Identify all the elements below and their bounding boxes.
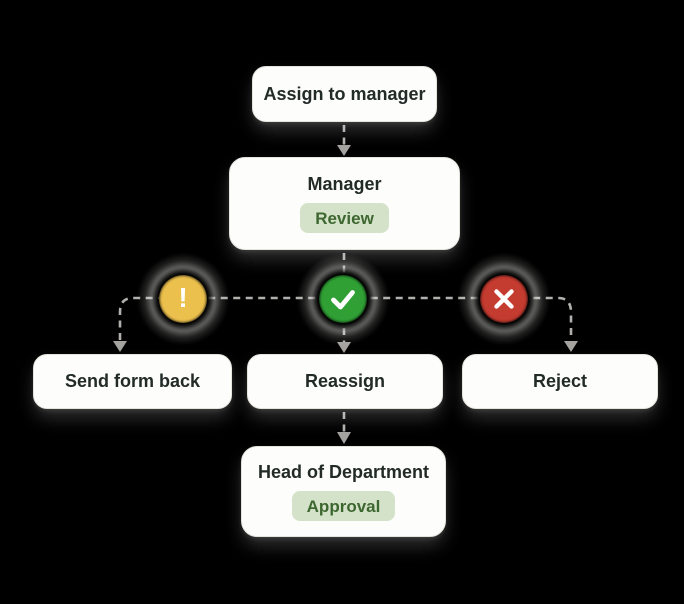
arrowhead-send-back — [113, 341, 127, 352]
arrowhead-manager — [337, 145, 351, 156]
node-label: Send form back — [64, 371, 201, 391]
node-title: Manager — [307, 174, 382, 194]
node-manager[interactable]: Manager Review — [229, 157, 460, 250]
node-assign-to-manager[interactable]: Assign to manager — [252, 66, 437, 122]
arrowhead-reject — [564, 341, 578, 352]
approval-badge: Approval — [291, 491, 396, 521]
approve-branch-button[interactable] — [319, 275, 367, 323]
node-send-form-back[interactable]: Send form back — [33, 354, 232, 409]
node-head-of-department[interactable]: Head of Department Approval — [241, 446, 446, 537]
node-label: Assign to manager — [263, 83, 426, 104]
checkmark-icon — [331, 290, 355, 310]
node-title: Head of Department — [257, 462, 430, 482]
review-badge: Review — [300, 203, 389, 233]
arrowhead-head — [337, 432, 351, 444]
warning-branch-button[interactable]: ! — [159, 275, 207, 323]
exclamation-icon: ! — [178, 282, 188, 313]
node-label: Reassign — [304, 371, 386, 391]
x-mark-icon — [494, 289, 514, 309]
node-reassign[interactable]: Reassign — [247, 354, 443, 409]
node-label: Reject — [532, 371, 588, 391]
node-reject[interactable]: Reject — [462, 354, 658, 409]
reject-branch-button[interactable] — [480, 275, 528, 323]
connector-branch-rail — [118, 296, 573, 340]
